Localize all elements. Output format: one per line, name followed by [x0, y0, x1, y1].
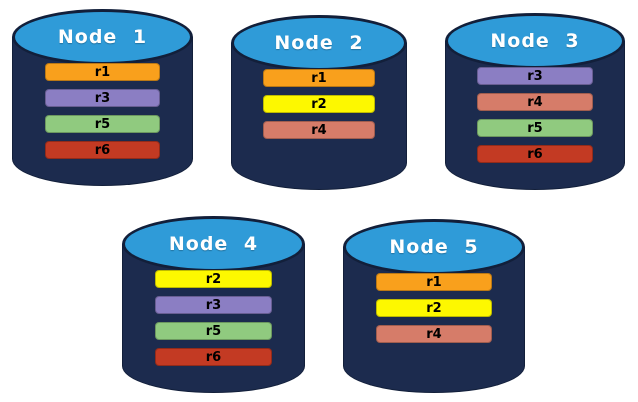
node-cylinder-3: Node 3 r3 r4 r5 r6 — [445, 13, 625, 190]
node-label: Node 1 — [57, 26, 148, 48]
cylinder-top: Node 5 — [343, 219, 525, 275]
node-label: Node 5 — [389, 236, 479, 258]
replica-bar-r4: r4 — [477, 93, 593, 111]
replica-list: r1 r2 r4 — [262, 69, 376, 139]
replica-list: r2 r3 r5 r6 — [154, 270, 273, 366]
node-cylinder-4: Node 4 r2 r3 r5 r6 — [122, 216, 305, 393]
replica-bar-r5: r5 — [44, 115, 161, 133]
replica-bar-r1: r1 — [262, 69, 376, 87]
replica-bar-r5: r5 — [477, 119, 593, 137]
replica-list: r3 r4 r5 r6 — [477, 67, 593, 163]
cylinder-top: Node 3 — [445, 13, 625, 69]
replica-list: r1 r3 r5 r6 — [44, 63, 161, 159]
replica-bar-r2: r2 — [154, 270, 273, 288]
replica-bar-r3: r3 — [44, 89, 161, 107]
replica-bar-r4: r4 — [375, 325, 493, 343]
node-cylinder-2: Node 2 r1 r2 r4 — [231, 15, 407, 190]
node-cylinder-5: Node 5 r1 r2 r4 — [343, 219, 525, 393]
replica-bar-r1: r1 — [375, 273, 493, 291]
node-cylinder-1: Node 1 r1 r3 r5 r6 — [12, 9, 193, 186]
node-label: Node 3 — [490, 30, 580, 52]
replica-bar-r2: r2 — [375, 299, 493, 317]
cylinder-top: Node 2 — [231, 15, 407, 71]
replica-bar-r2: r2 — [262, 95, 376, 113]
replica-bar-r6: r6 — [477, 145, 593, 163]
replica-bar-r4: r4 — [262, 121, 376, 139]
replica-bar-r3: r3 — [154, 296, 273, 314]
node-label: Node 4 — [168, 233, 259, 255]
replica-bar-r5: r5 — [154, 322, 273, 340]
cylinder-top: Node 4 — [122, 216, 305, 272]
replica-bar-r6: r6 — [154, 348, 273, 366]
replica-bar-r1: r1 — [44, 63, 161, 81]
replica-list: r1 r2 r4 — [375, 273, 493, 343]
node-label: Node 2 — [274, 32, 364, 54]
replica-bar-r3: r3 — [477, 67, 593, 85]
replica-bar-r6: r6 — [44, 141, 161, 159]
cylinder-top: Node 1 — [12, 9, 193, 65]
